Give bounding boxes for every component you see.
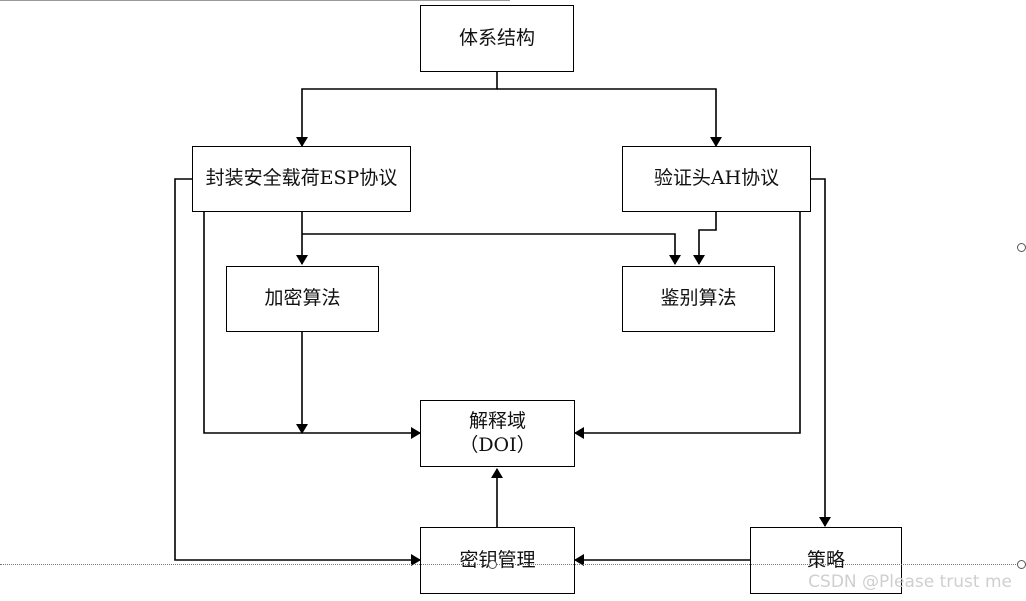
node-encryption: 加密算法 — [226, 266, 379, 332]
node-authentication-label: 鉴别算法 — [660, 287, 737, 310]
node-policy-label: 策略 — [806, 548, 845, 571]
arrow-arch-to-ah — [497, 88, 722, 147]
dotted-guide-line — [0, 564, 1026, 565]
arrow-esp-to-key — [174, 178, 421, 566]
arrow-ah-to-policy — [811, 178, 831, 527]
node-authentication: 鉴别算法 — [622, 266, 775, 332]
node-ah-label: 验证头AH协议 — [653, 167, 780, 190]
node-ah: 验证头AH协议 — [622, 146, 811, 212]
top-border-line — [0, 0, 510, 1]
arrow-ah-to-authentication — [693, 212, 717, 265]
node-encryption-label: 加密算法 — [264, 287, 341, 310]
resize-handle-left[interactable] — [488, 560, 497, 569]
node-key-management-label: 密钥管理 — [459, 548, 536, 571]
arrow-esp-to-authentication — [302, 233, 681, 265]
arrow-esp-to-doi — [203, 212, 421, 439]
node-esp-label: 封装安全载荷ESP协议 — [205, 167, 398, 190]
node-doi-label-line2: （DOI） — [459, 433, 536, 456]
node-key-management: 密钥管理 — [420, 527, 575, 594]
arrow-arch-to-esp — [296, 72, 498, 147]
arrow-ah-to-doi — [574, 212, 801, 439]
node-doi-label-line1: 解释域 — [468, 409, 526, 432]
node-doi: 解释域 （DOI） — [420, 400, 575, 467]
resize-handle-right[interactable] — [1017, 560, 1026, 569]
watermark: CSDN @Please trust me — [808, 572, 1012, 592]
node-architecture: 体系结构 — [420, 5, 574, 72]
node-esp: 封装安全载荷ESP协议 — [192, 146, 411, 212]
resize-handle-side[interactable] — [1017, 243, 1026, 252]
node-architecture-label: 体系结构 — [458, 26, 535, 49]
node-policy: 策略 — [750, 527, 902, 594]
